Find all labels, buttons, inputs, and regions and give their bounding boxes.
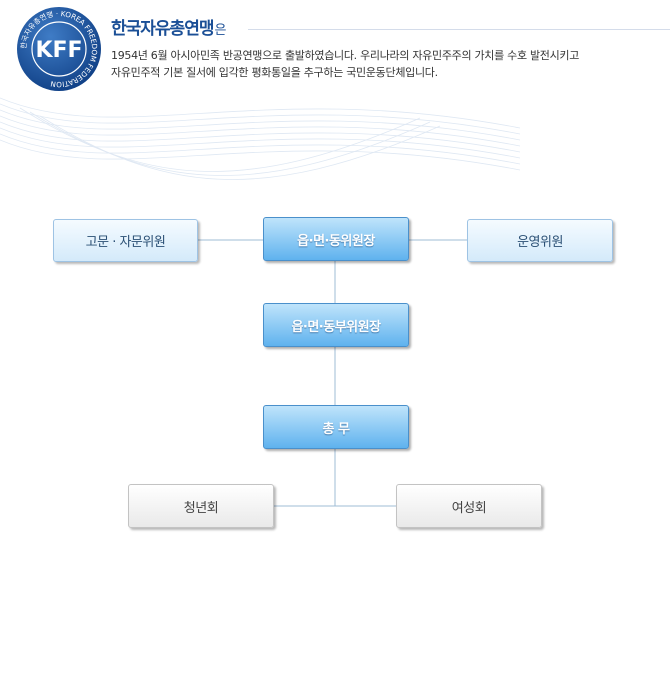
page-title: 한국자유총연맹은 xyxy=(111,14,226,39)
node-youth: 청년회 xyxy=(128,484,274,528)
node-chief-label: 읍·면·동위원장 xyxy=(297,233,375,249)
node-operations: 운영위원 xyxy=(467,219,613,262)
header: 한국자유총연맹 · KOREA FREEDOM FEDERATION KFF 한… xyxy=(0,0,670,200)
node-youth-label: 청년회 xyxy=(183,500,219,516)
intro-line-1: 1954년 6월 아시아민족 반공연맹으로 출발하였습니다. 우리나라의 자유민… xyxy=(111,49,580,62)
logo-text: KFF xyxy=(35,38,82,63)
intro-line-2: 자유민주적 기본 질서에 입각한 평화통일을 추구하는 국민운동단체입니다. xyxy=(111,66,438,79)
kff-logo: 한국자유총연맹 · KOREA FREEDOM FEDERATION KFF xyxy=(17,7,101,91)
node-general-affairs-label: 총 무 xyxy=(322,421,350,437)
node-operations-label: 운영위원 xyxy=(517,235,563,250)
intro-text: 1954년 6월 아시아민족 반공연맹으로 출발하였습니다. 우리나라의 자유민… xyxy=(111,47,661,81)
decorative-waves xyxy=(0,97,520,180)
node-women: 여성회 xyxy=(396,484,542,528)
node-advisor-label: 고문 · 자문위원 xyxy=(85,235,166,250)
node-general-affairs: 총 무 xyxy=(263,405,409,449)
title-divider xyxy=(248,29,670,30)
title-suffix: 은 xyxy=(214,23,227,38)
node-women-label: 여성회 xyxy=(451,500,487,516)
node-chief: 읍·면·동위원장 xyxy=(263,217,409,261)
node-vice-chief: 읍·면·동부위원장 xyxy=(263,303,409,347)
title-main: 한국자유총연맹 xyxy=(111,19,214,39)
node-vice-chief-label: 읍·면·동부위원장 xyxy=(291,319,381,335)
node-advisor: 고문 · 자문위원 xyxy=(53,219,198,262)
